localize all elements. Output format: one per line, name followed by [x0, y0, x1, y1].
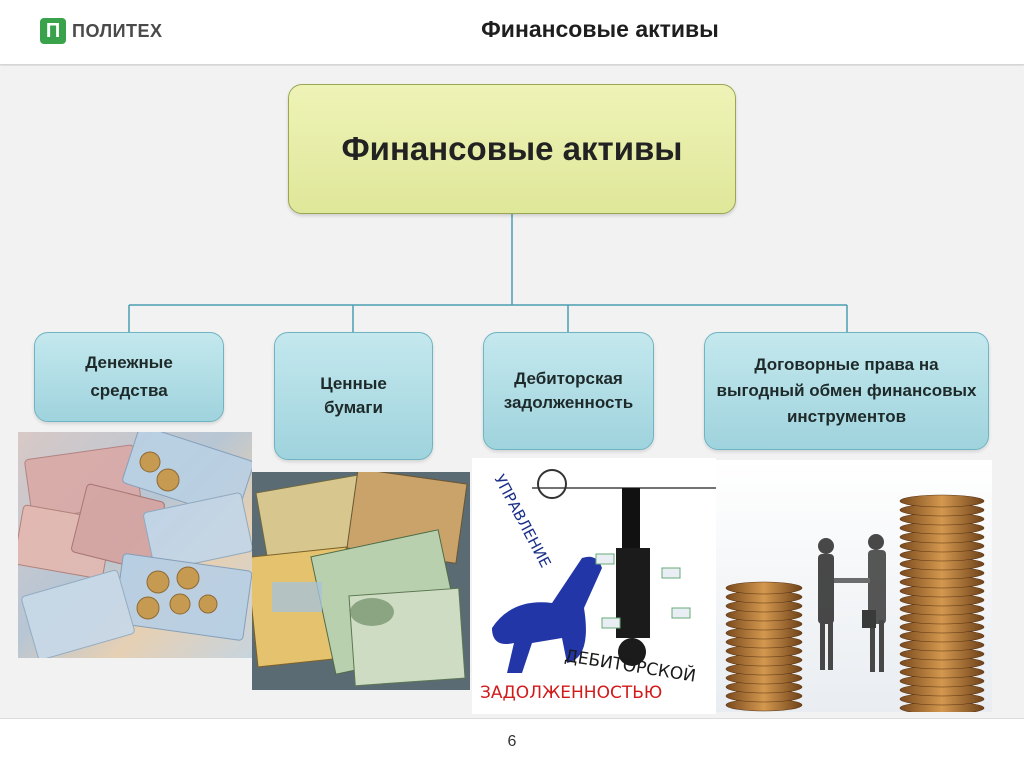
logo-text: ПОЛИТЕХ [72, 20, 163, 41]
node-cash: Денежные средства [34, 332, 224, 422]
node-receivables-label: Дебиторская задолженность [503, 369, 634, 412]
coin [725, 581, 803, 595]
footer: 6 [0, 718, 1024, 767]
node-cash-label: Денежные средства [85, 353, 173, 400]
banknotes-and-coins-icon [18, 432, 252, 658]
debt-cartoon-icon: УПРАВЛЕНИЕ ДЕБИТОРСКОЙ ЗАДОЛЖЕННОСТЬЮ [472, 458, 716, 714]
node-securities-label: Ценные бумаги [320, 374, 387, 417]
coin-stacks-handshake-icon [716, 460, 992, 712]
page-title: Финансовые активы [481, 16, 719, 42]
node-contract-rights-label: Договорные права на выгодный обмен финан… [716, 355, 977, 426]
logo-mark-icon: П [40, 18, 66, 44]
root-node-financial-assets: Финансовые активы [288, 84, 736, 214]
page-number: 6 [507, 733, 517, 750]
politech-logo[interactable]: П ПОЛИТЕХ [40, 16, 163, 46]
stock-certificates-icon [252, 472, 470, 690]
coin [899, 494, 985, 508]
debt-caption-bottom: ЗАДОЛЖЕННОСТЬЮ [480, 683, 662, 703]
node-securities: Ценные бумаги [274, 332, 433, 460]
header: П ПОЛИТЕХ Финансовые активы [0, 0, 1024, 65]
node-receivables: Дебиторская задолженность [483, 332, 654, 450]
node-contract-rights: Договорные права на выгодный обмен финан… [704, 332, 989, 450]
